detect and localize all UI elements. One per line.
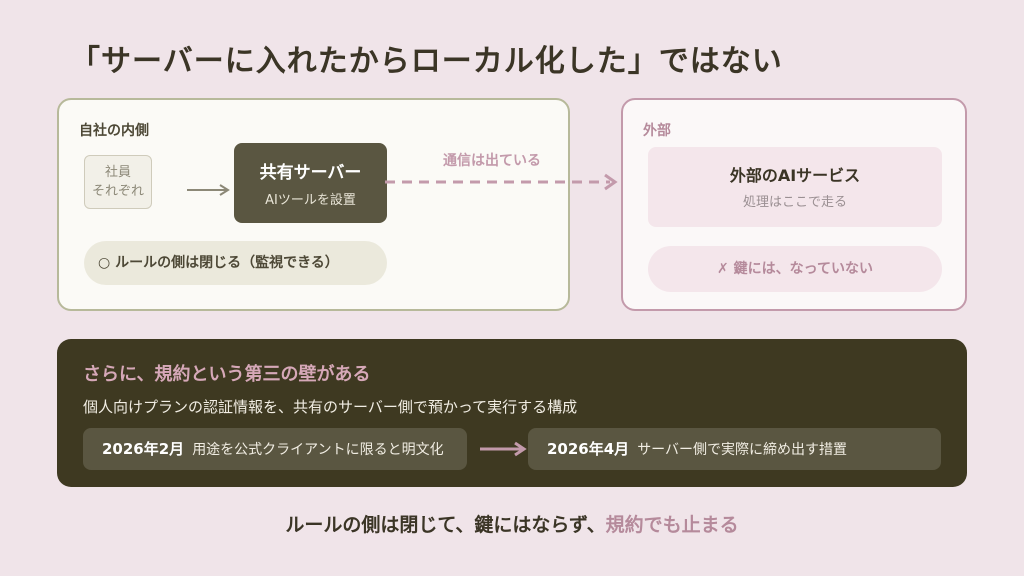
connection-label: 通信は出ている xyxy=(443,153,541,169)
external-ai-box: 外部のAIサービス 処理はここで走る xyxy=(648,147,942,227)
outside-label: 外部 xyxy=(643,123,671,139)
rules-closed-pill: ○ ルールの側は閉じる（監視できる） xyxy=(84,241,387,285)
server-subtitle: AIツールを設置 xyxy=(265,193,356,208)
page-title: 「サーバーに入れたからローカル化した」ではない xyxy=(70,44,783,79)
footer-summary: ルールの側は閉じて、鍵にはならず、規約でも止まる xyxy=(0,510,1024,537)
timeline-date: 2026年2月 xyxy=(102,440,185,458)
outbound-dashed-arrow-icon xyxy=(385,173,618,191)
timeline-arrow-icon xyxy=(480,441,527,457)
timeline-item: 2026年4月サーバー側で実際に締め出す措置 xyxy=(528,428,941,470)
server-title: 共有サーバー xyxy=(259,163,362,183)
timeline-item: 2026年2月用途を公式クライアントに限ると明文化 xyxy=(83,428,467,470)
terms-heading: さらに、規約という第三の壁がある xyxy=(83,364,371,385)
inside-label: 自社の内側 xyxy=(79,123,149,139)
not-a-key-pill: ✗ 鍵には、なっていない xyxy=(648,246,942,292)
ai-title: 外部のAIサービス xyxy=(729,166,861,185)
outside-panel: 外部 外部のAIサービス 処理はここで走る ✗ 鍵には、なっていない xyxy=(621,98,967,311)
footer-main: ルールの側は閉じて、鍵にはならず、 xyxy=(285,514,606,536)
inside-panel: 自社の内側 社員 それぞれ 共有サーバー AIツールを設置 ○ ルールの側は閉じ… xyxy=(57,98,570,311)
timeline-text: 用途を公式クライアントに限ると明文化 xyxy=(192,442,444,458)
timeline-text: サーバー側で実際に締め出す措置 xyxy=(637,442,848,458)
terms-panel: さらに、規約という第三の壁がある 個人向けプランの認証情報を、共有のサーバー側で… xyxy=(57,339,967,487)
staff-line-1: 社員 xyxy=(104,165,131,180)
timeline-date: 2026年4月 xyxy=(547,440,630,458)
staff-line-2: それぞれ xyxy=(91,184,144,199)
staff-box: 社員 それぞれ xyxy=(84,155,152,209)
footer-accent: 規約でも止まる xyxy=(605,514,739,536)
shared-server-box: 共有サーバー AIツールを設置 xyxy=(234,143,387,223)
staff-to-server-arrow-icon xyxy=(187,184,230,196)
ai-subtitle: 処理はここで走る xyxy=(742,195,847,210)
terms-body: 個人向けプランの認証情報を、共有のサーバー側で預かって実行する構成 xyxy=(83,398,578,416)
